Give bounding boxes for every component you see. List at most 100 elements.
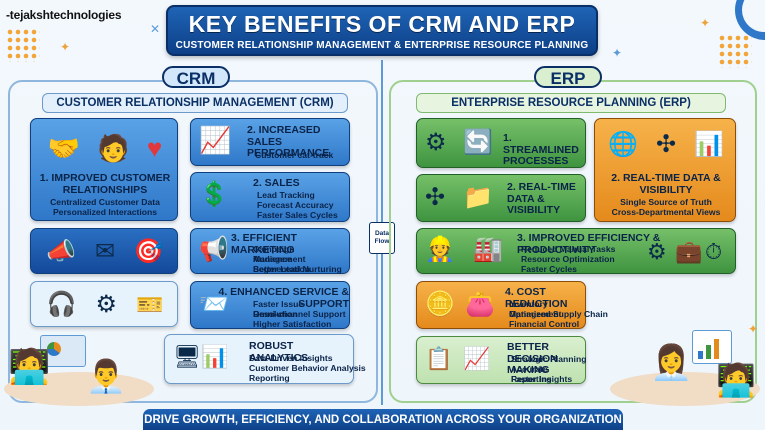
heart-chat-icon: ♥ bbox=[146, 133, 163, 163]
briefcase-icon: 💼 bbox=[675, 239, 703, 264]
corner-blob bbox=[742, 0, 765, 32]
megaphone-icon: 📢 bbox=[199, 236, 229, 263]
card-line: Reduced Manual Tasks bbox=[521, 244, 616, 254]
bar-chart-icon: 📊 bbox=[201, 344, 229, 369]
card-title: 2. SALES bbox=[253, 177, 300, 189]
presentation-icon: 📈 bbox=[463, 346, 491, 371]
card-line: Higher Satisfaction bbox=[253, 319, 332, 329]
card-line: Forecast Accuracy bbox=[257, 200, 334, 210]
process-icon: 🔄 bbox=[463, 129, 493, 156]
card-line: Accurate Reporting bbox=[511, 364, 552, 384]
card-line: Faster Cycles bbox=[521, 264, 577, 274]
card-title: 2. REAL-TIME DATA & VISIBILITY bbox=[507, 181, 576, 216]
card-line: Customer Behavior Analysis bbox=[249, 363, 366, 373]
headset-icon: 🎧 bbox=[46, 291, 77, 318]
person-illustration: 🧑‍💻 bbox=[8, 348, 51, 386]
card-title: BETTER DECISION MAKING bbox=[507, 341, 558, 376]
network-icon: ✣ bbox=[655, 131, 677, 158]
erp-card-processes: ⚙ 🔄 1. STREAMLINED PROCESSES bbox=[416, 118, 586, 168]
card-line: Lead Tracking bbox=[257, 190, 315, 200]
erp-card-efficiency: 👷 🏭 3. IMPROVED EFFICIENCY & PRODUCTIVIT… bbox=[416, 228, 736, 274]
crm-card-marketing-icons: 📣 ✉ 🎯 bbox=[30, 228, 178, 274]
card-title: 3. IMPROVED EFFICIENCY & PRODUCTIVITY bbox=[517, 232, 661, 256]
erp-card-realtime: ✣ 📁 2. REAL-TIME DATA & VISIBILITY bbox=[416, 174, 586, 222]
dashboard-icon: 🖥 bbox=[173, 344, 201, 369]
erp-tag: ERP bbox=[534, 66, 602, 88]
page-title: KEY BENEFITS OF CRM AND ERP bbox=[188, 11, 576, 37]
dots-decoration bbox=[6, 28, 40, 62]
sparkle-icon: ✦ bbox=[612, 46, 623, 60]
card-line: Single Source of Truth bbox=[620, 197, 712, 207]
factory-icon: 🏭 bbox=[473, 236, 503, 263]
crm-card-analytics: 🖥 📊 ROBUST ANALYTICS Data-Driven Insight… bbox=[164, 334, 366, 384]
email-icon: ✉ bbox=[94, 238, 116, 265]
customer-icon: 🧑 bbox=[97, 133, 130, 163]
flow-label: Data bbox=[374, 230, 390, 237]
sparkle-icon: ✦ bbox=[700, 16, 711, 30]
sparkle-icon: ✦ bbox=[748, 322, 759, 336]
erp-card-cost: 🪙 👛 4. COST REDUCTION Inventory Manageme… bbox=[416, 281, 608, 329]
card-title: 3. EFFICIENT MARKETING bbox=[231, 232, 297, 256]
card-title: 4. COST REDUCTION bbox=[505, 286, 568, 310]
crm-card-service-icons: 🎧 ⚙ 🎫 bbox=[30, 281, 178, 327]
coins-icon: 🪙 bbox=[425, 291, 455, 318]
analytics-icon: 📊 bbox=[694, 131, 724, 158]
crm-heading: CUSTOMER RELATIONSHIP MANAGEMENT (CRM) bbox=[42, 93, 348, 113]
mail-icon: 📨 bbox=[199, 291, 229, 318]
crm-card-relationships: 🤝 🧑 ♥ 1. IMPROVED CUSTOMER RELATIONSHIPS… bbox=[30, 118, 178, 221]
target-icon: 🎯 bbox=[133, 238, 164, 265]
card-line: Faster Issue Resolution bbox=[253, 299, 304, 319]
sparkle-icon: ✦ bbox=[60, 40, 71, 54]
crm-card-marketing: 📢 3. EFFICIENT MARKETING Campaign Manage… bbox=[190, 228, 350, 274]
crm-card-sales: 💲 2. SALES Lead Tracking Forecast Accura… bbox=[190, 172, 350, 222]
erp-card-decision: 📋 📈 BETTER DECISION MAKING Strategic Pla… bbox=[416, 336, 586, 384]
card-line: Faster Sales Cycles bbox=[257, 210, 338, 220]
card-line: Resource Optimization bbox=[521, 254, 615, 264]
person-illustration: 👩‍💼 bbox=[650, 344, 693, 382]
card-line: Customer cāt-track bbox=[255, 150, 334, 160]
crm-card-service: 📨 4. ENHANCED SERVICE & SUPPORT Faster I… bbox=[190, 281, 350, 329]
card-line: Strategic Planning bbox=[511, 354, 587, 364]
chart-board-illustration bbox=[692, 330, 732, 364]
card-line: Data-Driven Insights bbox=[249, 353, 333, 363]
gears-icon: ⚙ bbox=[647, 239, 667, 264]
sales-team-icon: 💲 bbox=[199, 181, 229, 208]
brand-name: -tejakshtechnologies bbox=[6, 8, 122, 22]
card-line: Better Lead Nurturing bbox=[253, 264, 342, 274]
erp-card-visibility: 🌐 ✣ 📊 2. REAL-TIME DATA & VISIBILITY Sin… bbox=[594, 118, 736, 222]
card-title: ROBUST ANALYTICS bbox=[249, 340, 309, 364]
sales-growth-icon: 📈 bbox=[199, 125, 232, 155]
crm-card-sales-performance: 📈 2. INCREASED SALES PERFORMANCE Custome… bbox=[190, 118, 350, 166]
megaphone-icon: 📣 bbox=[46, 238, 77, 265]
card-line: Financial Control bbox=[509, 319, 580, 329]
card-title: 1. IMPROVED CUSTOMER RELATIONSHIPS bbox=[39, 172, 171, 196]
wallet-icon: 👛 bbox=[465, 291, 495, 318]
person-illustration: 🧑‍💻 bbox=[716, 362, 756, 398]
worker-icon: 👷 bbox=[425, 236, 455, 263]
card-title: 2. INCREASED SALES PERFORMANCE bbox=[247, 124, 330, 159]
card-line: Faster Insights bbox=[511, 374, 573, 384]
folder-icon: 📁 bbox=[463, 184, 493, 211]
presentation-board-illustration bbox=[40, 335, 86, 367]
gears-icon: ⚙ bbox=[425, 129, 447, 156]
globe-icon: 🌐 bbox=[608, 131, 638, 158]
card-title: 1. STREAMLINED PROCESSES bbox=[503, 132, 579, 167]
erp-heading: ENTERPRISE RESOURCE PLANNING (ERP) bbox=[416, 93, 726, 113]
footer-banner: DRIVE GROWTH, EFFICIENCY, AND COLLABORAT… bbox=[143, 409, 623, 430]
board-icon: 📋 bbox=[425, 346, 453, 371]
card-line: Reporting bbox=[249, 373, 290, 383]
gears-icon: ⚙ bbox=[95, 291, 117, 318]
card-line: Omni-channel Support bbox=[253, 309, 346, 319]
card-line: Inventory Management bbox=[509, 299, 562, 319]
dots-decoration bbox=[718, 34, 752, 68]
card-line: Audience Segmentation bbox=[253, 254, 310, 274]
floor-illustration bbox=[610, 372, 760, 406]
flow-label: Flow bbox=[374, 238, 390, 245]
card-title: 4. ENHANCED SERVICE & SUPPORT bbox=[218, 286, 349, 310]
card-line: Personalized Interactions bbox=[52, 207, 158, 217]
ticket-icon: 🎫 bbox=[136, 292, 164, 317]
card-title: 2. REAL-TIME DATA & VISIBILITY bbox=[611, 172, 721, 196]
sparkle-icon: ✕ bbox=[150, 22, 161, 36]
crm-tag: CRM bbox=[162, 66, 230, 88]
floor-illustration bbox=[4, 372, 154, 406]
